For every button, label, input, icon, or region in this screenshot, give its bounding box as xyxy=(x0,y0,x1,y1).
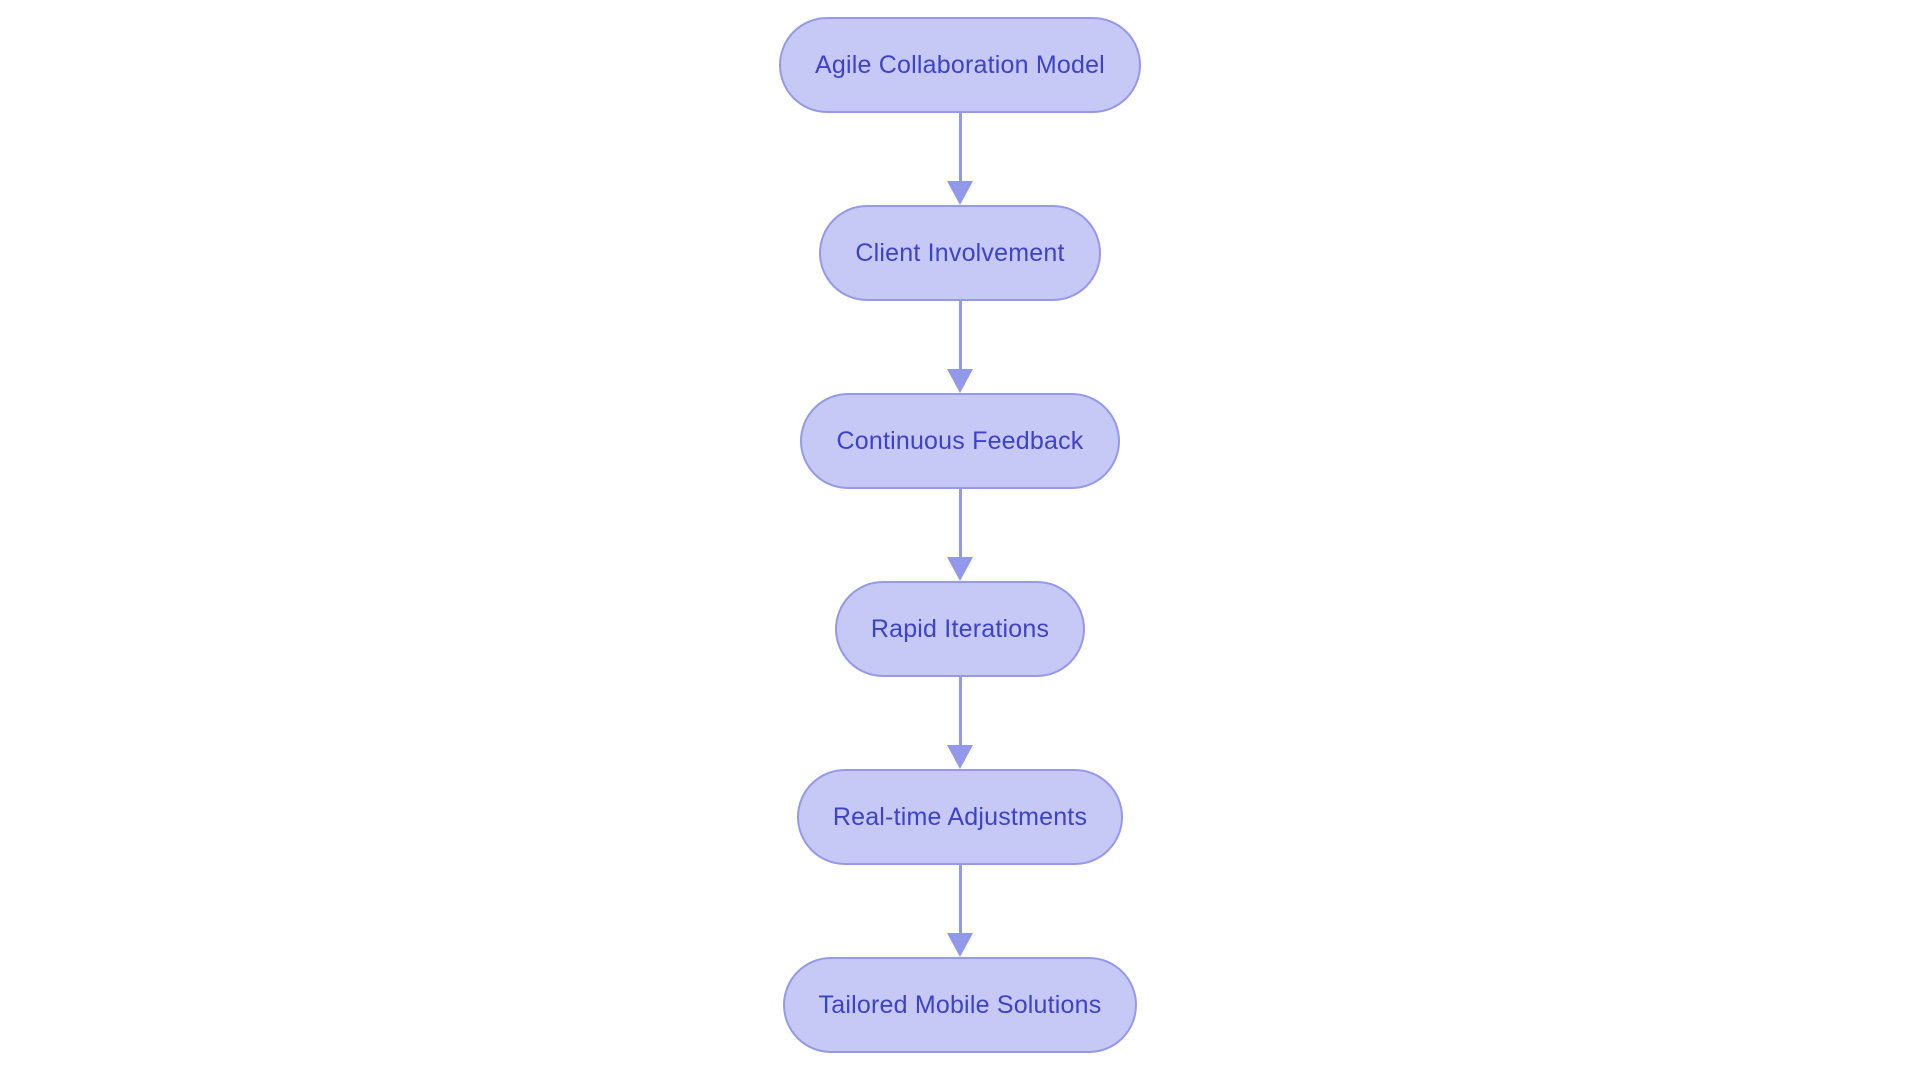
node-label: Client Involvement xyxy=(855,238,1065,267)
arrow-line xyxy=(958,301,962,369)
node-label: Continuous Feedback xyxy=(836,426,1084,455)
flow-node-agile-collaboration-model: Agile Collaboration Model xyxy=(779,17,1141,113)
connector-arrow-4 xyxy=(947,677,973,769)
arrow-line xyxy=(958,489,962,557)
connector-arrow-3 xyxy=(947,489,973,581)
arrow-line xyxy=(958,865,962,933)
arrow-line xyxy=(958,677,962,745)
node-label: Real-time Adjustments xyxy=(832,802,1088,831)
arrow-line xyxy=(958,113,962,181)
flow-node-continuous-feedback: Continuous Feedback xyxy=(800,393,1120,489)
connector-arrow-2 xyxy=(947,301,973,393)
connector-arrow-5 xyxy=(947,865,973,957)
arrow-down-icon xyxy=(947,557,973,581)
flow-node-real-time-adjustments: Real-time Adjustments xyxy=(796,769,1124,865)
node-label: Agile Collaboration Model xyxy=(815,50,1105,79)
node-label: Rapid Iterations xyxy=(870,614,1050,643)
arrow-down-icon xyxy=(947,745,973,769)
arrow-down-icon xyxy=(947,181,973,205)
node-label: Tailored Mobile Solutions xyxy=(818,990,1102,1019)
flow-node-rapid-iterations: Rapid Iterations xyxy=(834,581,1086,677)
flow-node-client-involvement: Client Involvement xyxy=(819,205,1101,301)
arrow-down-icon xyxy=(947,933,973,957)
connector-arrow-1 xyxy=(947,113,973,205)
arrow-down-icon xyxy=(947,369,973,393)
flow-node-tailored-mobile-solutions: Tailored Mobile Solutions xyxy=(782,957,1138,1053)
